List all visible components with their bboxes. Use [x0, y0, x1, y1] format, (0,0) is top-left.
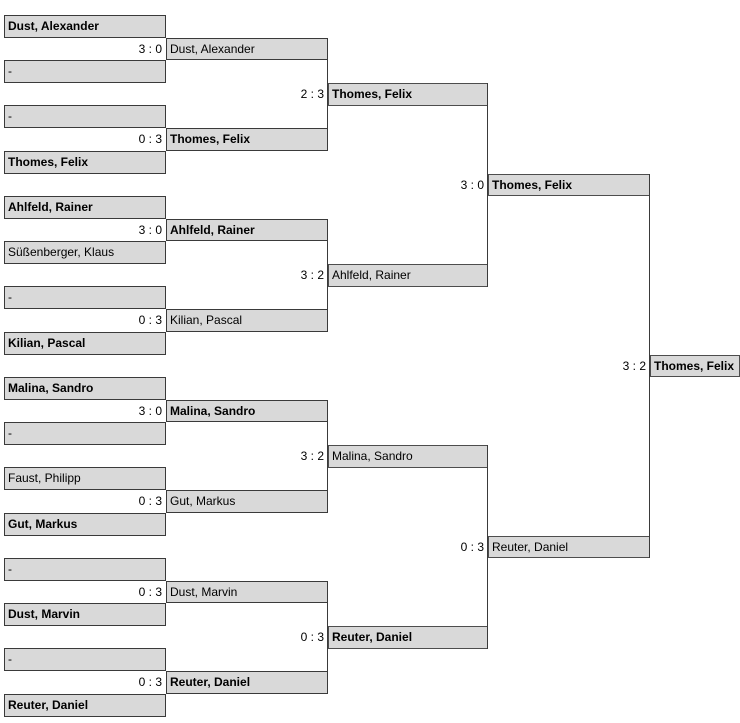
connector-line — [486, 445, 488, 649]
player-name: - — [8, 562, 12, 577]
player-name: Ahlfeld, Rainer — [332, 268, 411, 283]
bracket-slot: - — [4, 60, 166, 83]
bracket-slot: - — [4, 648, 166, 671]
bracket-slot: 3 : 2 Ahlfeld, Rainer — [301, 264, 488, 287]
player-name: Reuter, Daniel — [170, 675, 251, 690]
connector-line — [326, 218, 328, 332]
bracket-slot: 0 : 3 Dust, Marvin — [139, 580, 328, 603]
match-score: 0 : 3 — [138, 313, 162, 328]
bracket-slot: 0 : 3 Reuter, Daniel — [139, 671, 328, 694]
player-name: Dust, Alexander — [8, 19, 99, 34]
bracket-slot: Kilian, Pascal — [4, 332, 166, 355]
player-name: Thomes, Felix — [170, 132, 251, 147]
bracket-slot: 3 : 0 Thomes, Felix — [461, 173, 650, 196]
player-name: - — [8, 426, 12, 441]
connector-line — [486, 83, 488, 287]
match-score: 0 : 3 — [460, 539, 484, 554]
player-name: - — [8, 109, 12, 124]
bracket-slot: - — [4, 558, 166, 581]
player-name: Gut, Markus — [170, 494, 236, 509]
bracket-slot: Dust, Alexander — [4, 15, 166, 38]
player-name: Ahlfeld, Rainer — [8, 200, 93, 215]
bracket-slot: 0 : 3 Kilian, Pascal — [139, 309, 328, 332]
player-name: - — [8, 64, 12, 79]
bracket-slot: - — [4, 286, 166, 309]
player-name: Dust, Marvin — [8, 607, 81, 622]
bracket-slot: 0 : 3 Gut, Markus — [139, 490, 328, 513]
bracket-slot: 3 : 0 Dust, Alexander — [139, 37, 328, 60]
player-name: Kilian, Pascal — [8, 336, 86, 351]
player-name: Dust, Alexander — [170, 41, 255, 56]
match-score: 3 : 2 — [300, 268, 324, 283]
bracket-slot: Malina, Sandro — [4, 377, 166, 400]
connector-line — [326, 580, 328, 694]
match-score: 3 : 2 — [300, 449, 324, 464]
player-name: Faust, Philipp — [8, 471, 81, 486]
player-name: Malina, Sandro — [8, 381, 94, 396]
bracket-slot: Reuter, Daniel — [4, 694, 166, 717]
match-score: 3 : 2 — [622, 358, 646, 373]
player-name: - — [8, 290, 12, 305]
bracket-slot: 0 : 3 Reuter, Daniel — [461, 535, 650, 558]
player-name: Thomes, Felix — [654, 358, 735, 373]
match-score: 2 : 3 — [300, 87, 324, 102]
bracket-slot: Ahlfeld, Rainer — [4, 196, 166, 219]
champion-slot: 3 : 2 Thomes, Felix — [623, 354, 740, 377]
player-name: Süßenberger, Klaus — [8, 245, 115, 260]
player-name: Thomes, Felix — [332, 87, 413, 102]
connector-line — [326, 399, 328, 513]
match-score: 3 : 0 — [138, 41, 162, 56]
bracket-slot: 3 : 0 Malina, Sandro — [139, 399, 328, 422]
bracket-slot: Faust, Philipp — [4, 467, 166, 490]
match-score: 3 : 0 — [138, 403, 162, 418]
player-name: Thomes, Felix — [492, 177, 573, 192]
match-score: 0 : 3 — [138, 494, 162, 509]
bracket-slot: Süßenberger, Klaus — [4, 241, 166, 264]
player-name: Reuter, Daniel — [332, 630, 413, 645]
bracket-slot: Dust, Marvin — [4, 603, 166, 626]
match-score: 0 : 3 — [138, 584, 162, 599]
bracket-slot: - — [4, 422, 166, 445]
match-score: 3 : 0 — [138, 222, 162, 237]
bracket-slot: Thomes, Felix — [4, 151, 166, 174]
match-score: 0 : 3 — [138, 675, 162, 690]
match-score: 3 : 0 — [460, 177, 484, 192]
bracket-slot: 2 : 3 Thomes, Felix — [301, 83, 488, 106]
player-name: Kilian, Pascal — [170, 313, 243, 328]
bracket-slot: Gut, Markus — [4, 513, 166, 536]
bracket-slot: 0 : 3 Reuter, Daniel — [301, 626, 488, 649]
match-score: 0 : 3 — [300, 630, 324, 645]
player-name: Reuter, Daniel — [8, 698, 89, 713]
player-name: Reuter, Daniel — [492, 539, 569, 554]
bracket-slot: 0 : 3 Thomes, Felix — [139, 128, 328, 151]
connector-line — [326, 37, 328, 151]
player-name: - — [8, 652, 12, 667]
bracket-slot: 3 : 2 Malina, Sandro — [301, 445, 488, 468]
player-name: Ahlfeld, Rainer — [170, 222, 255, 237]
player-name: Gut, Markus — [8, 517, 78, 532]
player-name: Thomes, Felix — [8, 155, 89, 170]
match-score: 0 : 3 — [138, 132, 162, 147]
player-name: Dust, Marvin — [170, 584, 238, 599]
connector-line — [648, 173, 650, 558]
bracket-slot: 3 : 0 Ahlfeld, Rainer — [139, 218, 328, 241]
player-name: Malina, Sandro — [170, 403, 256, 418]
player-name: Malina, Sandro — [332, 449, 413, 464]
bracket-slot: - — [4, 105, 166, 128]
